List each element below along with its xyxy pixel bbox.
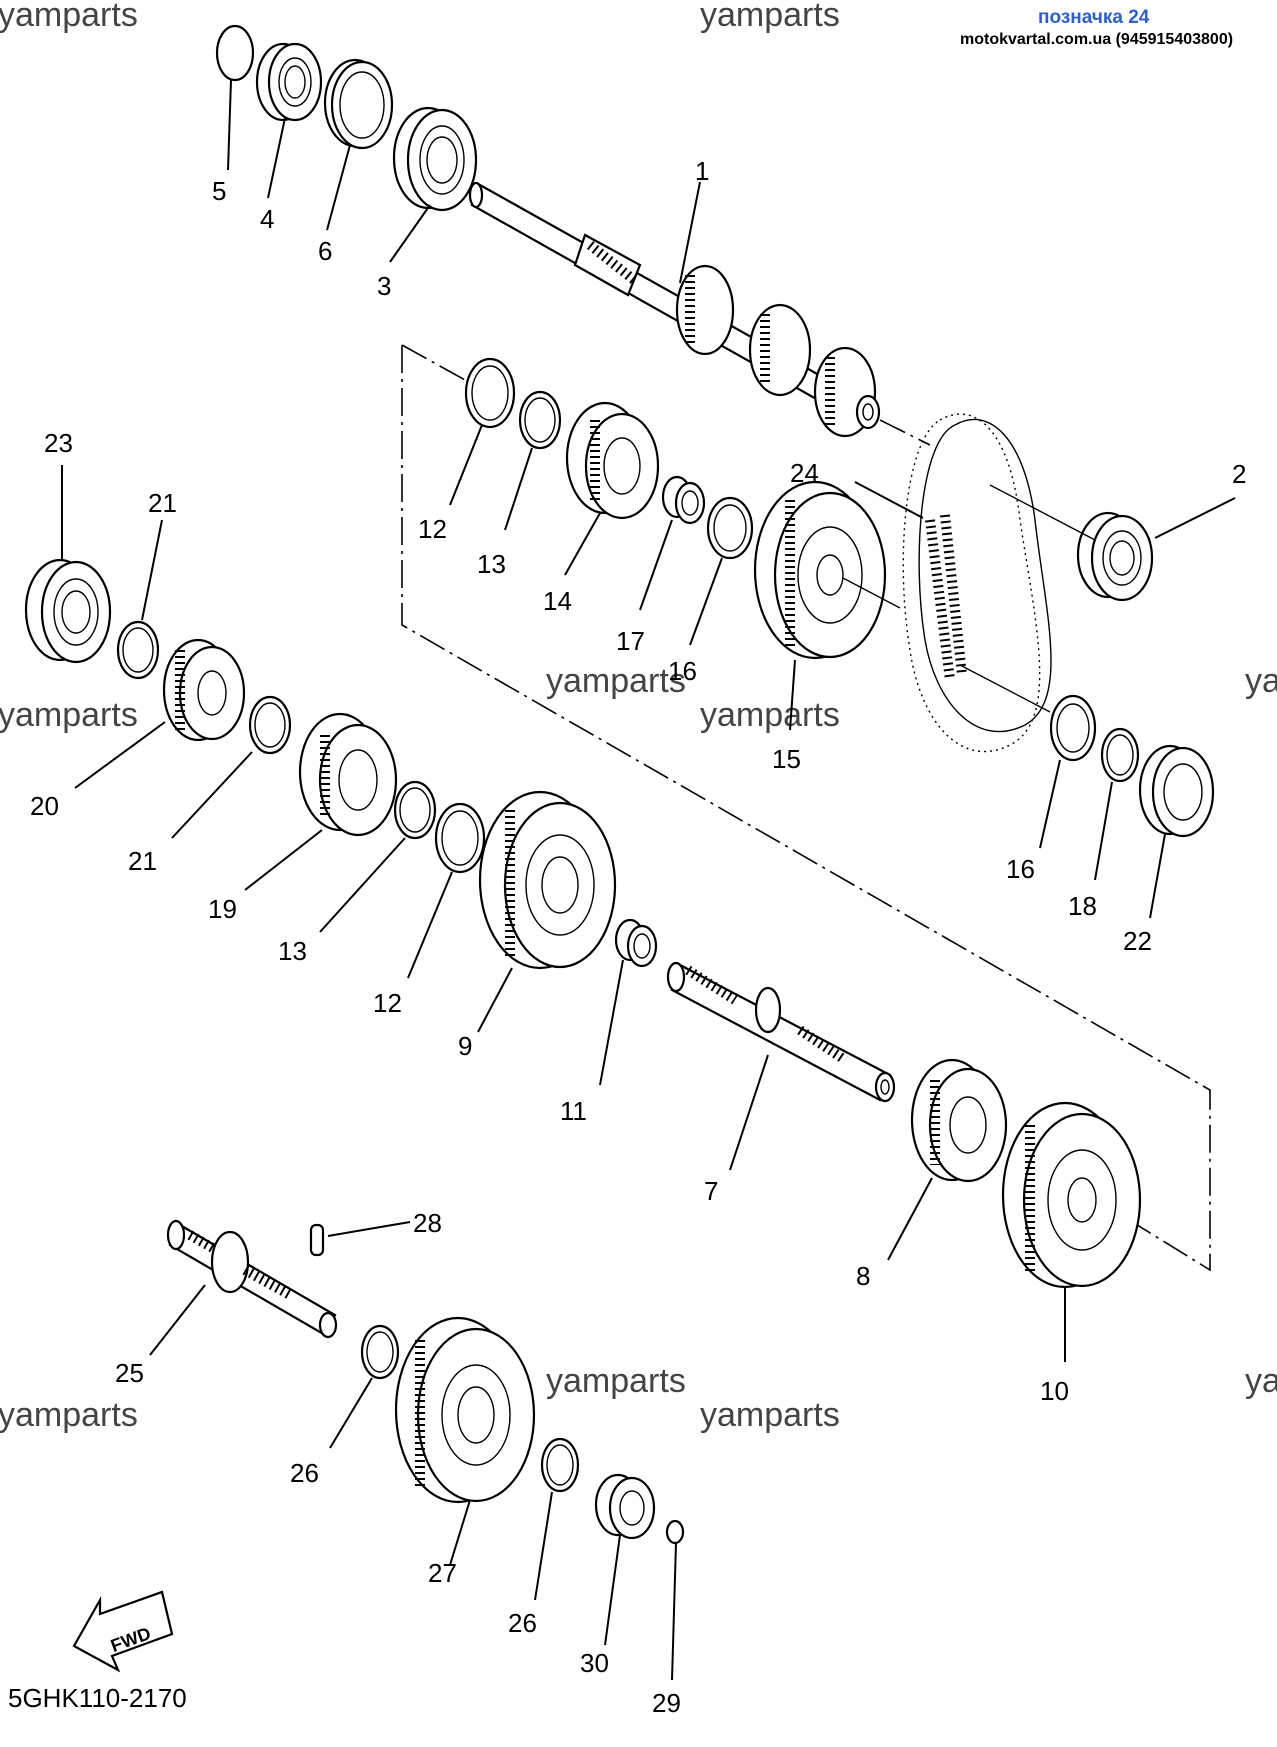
- part-10-gear: [1001, 1101, 1142, 1289]
- label-20: 20: [30, 791, 59, 821]
- label-7: 7: [704, 1176, 718, 1206]
- part-22-bearing: [1138, 744, 1215, 838]
- label-27: 27: [428, 1558, 457, 1588]
- label-10: 10: [1040, 1376, 1069, 1406]
- watermark-top-left: yamparts: [0, 0, 138, 34]
- label-5: 5: [212, 176, 226, 206]
- label-26-upper: 26: [290, 1458, 319, 1488]
- part-11-collar: [614, 918, 658, 968]
- part-number-labels: 5 4 6 3 1 2 12 13 14 17 16 15 24 23 21 2…: [30, 156, 1246, 1718]
- label-2: 2: [1232, 459, 1246, 489]
- assembly-frame: [401, 344, 1211, 1272]
- diagram-code: 5GHK110-2170: [8, 1683, 187, 1713]
- part-8-gear: [910, 1058, 1008, 1183]
- part-26-circlip-upper: [360, 1324, 400, 1380]
- watermark-top-center: yamparts: [700, 0, 840, 34]
- part-4-bearing: [255, 42, 323, 122]
- part-29-ring: [665, 1519, 685, 1545]
- label-28: 28: [413, 1208, 442, 1238]
- part-12-washer-lower: [434, 802, 486, 874]
- part-17-collar: [661, 475, 706, 525]
- part-15-sprocket-gear: [753, 480, 901, 660]
- part-16-washer-right: [959, 664, 1097, 762]
- part-24-drive-chain: [902, 413, 1052, 752]
- part-12-washer-upper: [464, 357, 516, 429]
- part-21-circlip-lower: [248, 695, 292, 755]
- part-1-primary-shaft: [468, 181, 931, 446]
- part-21-circlip-upper: [116, 620, 160, 680]
- fwd-arrow-icon: FWD: [72, 1590, 174, 1673]
- label-4: 4: [260, 204, 274, 234]
- tag-title: позначка 24: [1038, 7, 1150, 28]
- label-1: 1: [695, 156, 709, 186]
- watermark-mid-left: yamparts: [0, 696, 138, 734]
- label-18: 18: [1068, 891, 1097, 921]
- label-24: 24: [790, 458, 819, 488]
- label-30: 30: [580, 1648, 609, 1678]
- label-14: 14: [543, 586, 572, 616]
- label-22: 22: [1123, 926, 1152, 956]
- label-15: 15: [772, 744, 801, 774]
- label-9: 9: [458, 1031, 472, 1061]
- label-26-lower: 26: [508, 1608, 537, 1638]
- part-26-circlip-lower: [540, 1437, 580, 1493]
- watermark-low-left: yamparts: [0, 1396, 138, 1434]
- watermark-low-center-2: yamparts: [700, 1396, 840, 1434]
- leader-lines: [61, 79, 1236, 1681]
- label-16-right: 16: [1006, 854, 1035, 884]
- part-28-pin: [309, 1223, 325, 1257]
- label-13-upper: 13: [477, 549, 506, 579]
- watermark-low-center: yamparts: [546, 1362, 686, 1400]
- part-30-bearing: [594, 1473, 656, 1540]
- part-23-bearing: [24, 558, 112, 664]
- label-12-upper: 12: [418, 514, 447, 544]
- part-3-bearing: [392, 106, 478, 212]
- part-13-circlip-upper: [518, 390, 562, 450]
- label-19: 19: [208, 894, 237, 924]
- label-21-upper: 21: [148, 488, 177, 518]
- watermark-mid-center: yamparts: [546, 662, 686, 700]
- label-3: 3: [377, 271, 391, 301]
- label-17: 17: [616, 626, 645, 656]
- part-19-dog-clutch: [298, 712, 398, 837]
- label-25: 25: [115, 1358, 144, 1388]
- part-2-bearing: [989, 484, 1154, 602]
- part-18-circlip: [1100, 727, 1140, 783]
- watermark-low-right: yamparts: [1245, 1362, 1277, 1400]
- label-11: 11: [560, 1096, 587, 1126]
- watermark-mid-center-2: yamparts: [700, 696, 840, 734]
- watermark-mid-right: yamparts: [1245, 662, 1277, 700]
- part-25-shaft: [166, 1219, 338, 1339]
- label-8: 8: [856, 1261, 870, 1291]
- part-20-spline-hub: [162, 638, 246, 742]
- part-16-washer-upper: [706, 496, 754, 560]
- part-14-dog-clutch: [565, 401, 660, 520]
- part-9-gear: [478, 790, 617, 970]
- label-29: 29: [652, 1688, 681, 1718]
- label-21-lower: 21: [128, 846, 157, 876]
- label-12-lower: 12: [373, 988, 402, 1018]
- source-label: motokvartal.com.ua (945915403800): [960, 31, 1233, 48]
- label-6: 6: [318, 236, 332, 266]
- part-27-gear: [394, 1316, 536, 1504]
- part-6-oil-seal: [323, 58, 394, 150]
- label-16-upper: 16: [668, 656, 697, 686]
- part-7-secondary-shaft: [666, 961, 896, 1103]
- part-5-o-ring: [215, 24, 255, 82]
- label-13-lower: 13: [278, 936, 307, 966]
- label-23: 23: [44, 428, 73, 458]
- watermarks: yamparts yamparts yamparts yamparts yamp…: [0, 0, 1277, 1434]
- part-13-circlip-lower: [393, 780, 437, 840]
